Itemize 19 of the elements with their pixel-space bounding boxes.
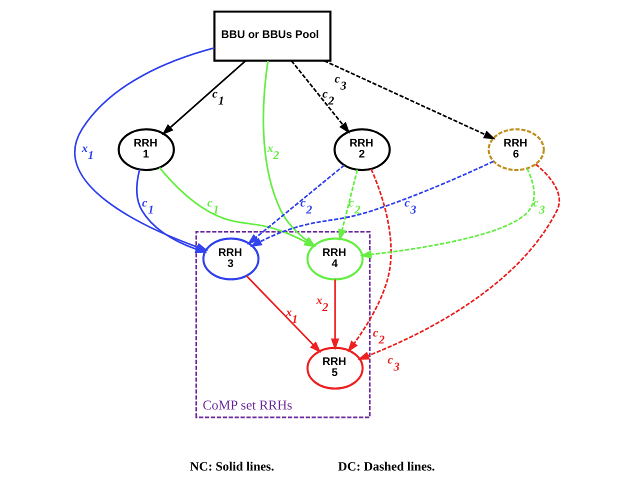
label: DC: Dashed lines. (338, 459, 434, 474)
label: NC: Solid lines. (189, 459, 274, 474)
arrow (359, 168, 534, 259)
arrow (245, 275, 321, 353)
node-ellipse: RRH 2 (333, 128, 390, 172)
arrow (290, 60, 350, 134)
node-ellipse: RRH 6 (487, 128, 544, 172)
node-box: BBU or BBUs Pool (212, 10, 331, 62)
arrow (330, 280, 339, 350)
arrow (346, 168, 392, 352)
arrow (246, 164, 344, 245)
node-ellipse: RRH 3 (202, 238, 260, 280)
arrow (356, 164, 560, 360)
node-ellipse: RRH 5 (306, 346, 364, 390)
arrow (338, 170, 358, 242)
arrow (323, 60, 496, 140)
node-ellipse: RRH 1 (117, 128, 174, 172)
arrow (161, 60, 246, 136)
node-ellipse: RRH 4 (306, 238, 364, 280)
